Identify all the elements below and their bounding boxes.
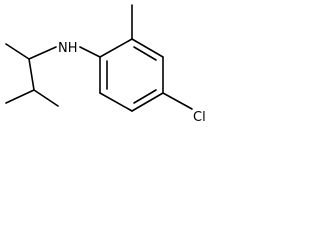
- ring-bond-c1-c2: [99, 38, 133, 58]
- bond-c3-methyl-down: [33, 89, 59, 107]
- bond-c2-c3: [28, 58, 35, 91]
- bond-c2-nh: [28, 46, 57, 60]
- bond-ring-cl: [162, 92, 193, 110]
- bond-c3-methyl-left: [5, 89, 35, 104]
- ring-double-bond-c2-c3: [133, 46, 157, 61]
- ring-bond-c4-c5: [131, 92, 164, 112]
- chemical-structure: NH Cl: [5, 4, 206, 125]
- ring-bond-c5-c6: [99, 92, 133, 112]
- ring-double-bond-c4-c5: [133, 89, 157, 104]
- ring-bond-c2-c3: [131, 38, 164, 58]
- nh-label: NH: [58, 41, 78, 56]
- bond-methyl-c2: [5, 43, 30, 60]
- cl-label: Cl: [193, 110, 206, 125]
- bond-nh-ring: [79, 46, 101, 58]
